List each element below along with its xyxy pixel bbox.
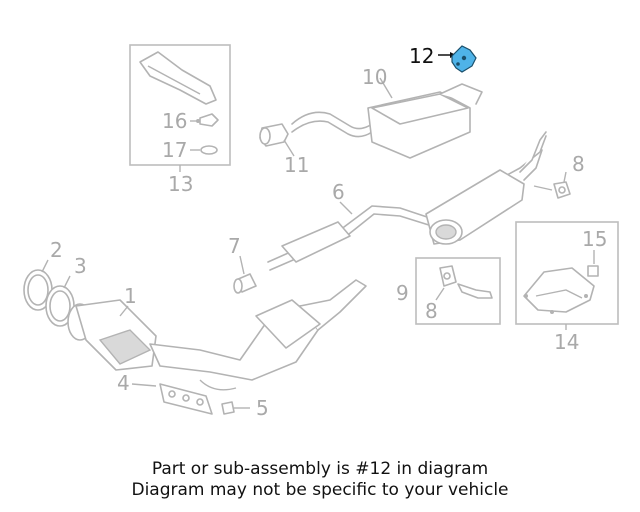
- callout-11: 11: [284, 153, 309, 177]
- callout-4: 4: [117, 371, 130, 395]
- callout-17: 17: [162, 138, 187, 162]
- callout-10: 10: [362, 65, 387, 89]
- part-17-washer: [190, 145, 218, 155]
- inset-box-14: [515, 221, 619, 330]
- callout-14: 14: [554, 330, 579, 354]
- part-16-clip: [190, 113, 219, 127]
- callout-12: 12: [409, 44, 434, 68]
- callout-13: 13: [168, 172, 193, 196]
- banner-line-1: Part or sub-assembly is #12 in diagram: [151, 459, 489, 479]
- part-8-hanger: [533, 171, 571, 199]
- callout-8-right: 8: [572, 152, 585, 176]
- part-5-bolt: [221, 401, 250, 415]
- part-1-catalytic-converter: [67, 279, 367, 391]
- part-2-gasket: [23, 259, 53, 311]
- callout-3: 3: [74, 254, 87, 278]
- part-7-clamp: [233, 255, 257, 294]
- callout-9: 9: [396, 281, 409, 305]
- callout-15: 15: [582, 227, 607, 251]
- part-6-intermediate-pipe: [267, 131, 547, 271]
- callout-16: 16: [162, 109, 187, 133]
- callout-5: 5: [256, 396, 269, 420]
- info-banner: Part or sub-assembly is #12 in diagram D…: [16, 458, 624, 502]
- inset-box-9: [415, 257, 501, 325]
- inset-box-13: [129, 44, 231, 172]
- callout-7: 7: [228, 234, 241, 258]
- part-4-flange-gasket: [131, 383, 213, 415]
- part-10-rear-muffler: [291, 77, 483, 159]
- callout-8-box: 8: [425, 299, 438, 323]
- part-11-clamp: [259, 123, 295, 157]
- banner-line-2: Diagram may not be specific to your vehi…: [131, 480, 509, 500]
- part-3-gasket: [45, 275, 75, 327]
- part-12-bracket-highlighted: [438, 45, 477, 73]
- callout-2: 2: [50, 238, 63, 262]
- callout-1: 1: [124, 284, 137, 308]
- callout-6: 6: [332, 180, 345, 204]
